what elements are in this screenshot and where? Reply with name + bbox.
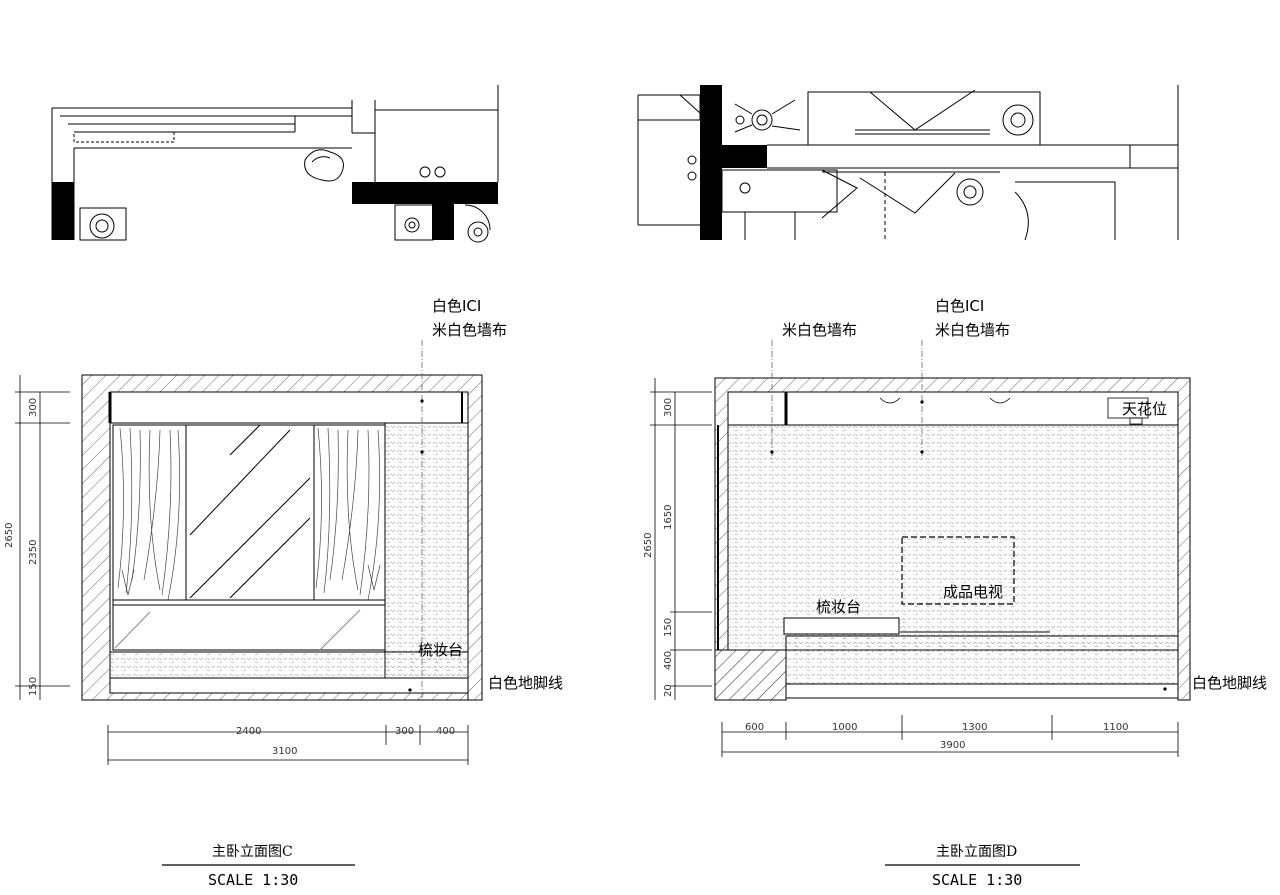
elev-d-label-wall: 米白色墙布	[935, 321, 1010, 339]
elev-c-label-wall: 米白色墙布	[432, 321, 507, 339]
elev-c-ceiling	[109, 391, 469, 424]
elevation-d: 2650 300 1650 150 400 20 600 1000 1300 1…	[643, 297, 1267, 889]
elev-d-dim-v-mid: 1650	[663, 505, 674, 530]
elev-c-label-ceiling: 白色ICI	[432, 297, 481, 315]
elev-d-label-tv: 成品电视	[943, 583, 1003, 601]
elev-c-dimensions	[15, 375, 469, 765]
elev-d-dim-v-outer: 2650	[643, 533, 654, 558]
elev-c-dim-h-total: 3100	[272, 746, 297, 757]
elev-d-dim-h-total: 3900	[940, 740, 965, 751]
elev-c-window	[112, 424, 386, 651]
elev-c-scale: SCALE 1:30	[208, 871, 298, 889]
plan-c-wall-right	[352, 182, 498, 204]
plan-c	[51, 85, 499, 243]
elev-d-skirting	[785, 683, 1179, 699]
elev-d-low-cabinet	[714, 649, 787, 701]
elev-c-title: 主卧立面图C	[212, 844, 293, 860]
elev-d-label-wall-left: 米白色墙布	[782, 321, 857, 339]
elev-d-dim-v-lower: 400	[663, 651, 674, 670]
elev-d-dim-v-small: 150	[663, 618, 674, 637]
plan-d-wall-horizontal	[700, 145, 767, 168]
elev-d-tv	[901, 536, 1015, 605]
elev-d-ceiling	[727, 391, 1179, 426]
elev-d-lights	[879, 397, 1149, 425]
elev-c-dim-h-part-3: 400	[436, 726, 455, 737]
elev-d-dim-v-top: 300	[663, 398, 674, 417]
elev-d-dim-h-part-2: 1000	[832, 722, 857, 733]
elev-c-dim-v-outer: 2650	[4, 523, 15, 548]
plan-d	[637, 85, 1179, 241]
elev-d-dim-h-part-1: 600	[745, 722, 764, 733]
elev-d-dim-h-part-3: 1300	[962, 722, 987, 733]
elev-c-dim-h-part-1: 2400	[236, 726, 261, 737]
elev-d-dim-h-part-4: 1100	[1103, 722, 1128, 733]
elev-c-label-vanity: 梳妆台	[418, 641, 463, 659]
elev-d-label-vanity: 梳妆台	[816, 598, 861, 616]
elev-d-floor-band	[785, 635, 1179, 685]
elev-c-dim-v-inner: 2350	[28, 540, 39, 565]
plan-c-column	[432, 200, 454, 240]
elev-d-dimensions	[650, 378, 1179, 757]
elev-c-dim-v-bottom: 150	[28, 677, 39, 696]
elev-c-floor-band	[109, 651, 469, 679]
elev-c-label-skirting: 白色地脚线	[488, 674, 563, 692]
elev-d-dim-v-bottom: 20	[663, 684, 674, 697]
elev-c-dim-v-top: 300	[28, 398, 39, 417]
elev-c-skirting	[109, 677, 469, 694]
elev-d-scale: SCALE 1:30	[932, 871, 1022, 889]
elev-d-label-ceiling: 白色ICI	[935, 297, 984, 315]
elev-d-label-ceiling-slot: 天花位	[1122, 400, 1167, 418]
elev-d-vanity-top	[783, 617, 900, 635]
elev-c-wall-cloth	[384, 422, 469, 687]
elevation-c: 2650 2350 300 150 2400 300 400 3100 白色IC…	[4, 297, 563, 889]
plan-c-wall-left	[52, 182, 74, 240]
elev-c-curtains	[117, 427, 381, 601]
elev-d-title: 主卧立面图D	[936, 844, 1017, 860]
elev-d-label-skirting: 白色地脚线	[1192, 674, 1267, 692]
elev-c-dim-h-part-2: 300	[395, 726, 414, 737]
